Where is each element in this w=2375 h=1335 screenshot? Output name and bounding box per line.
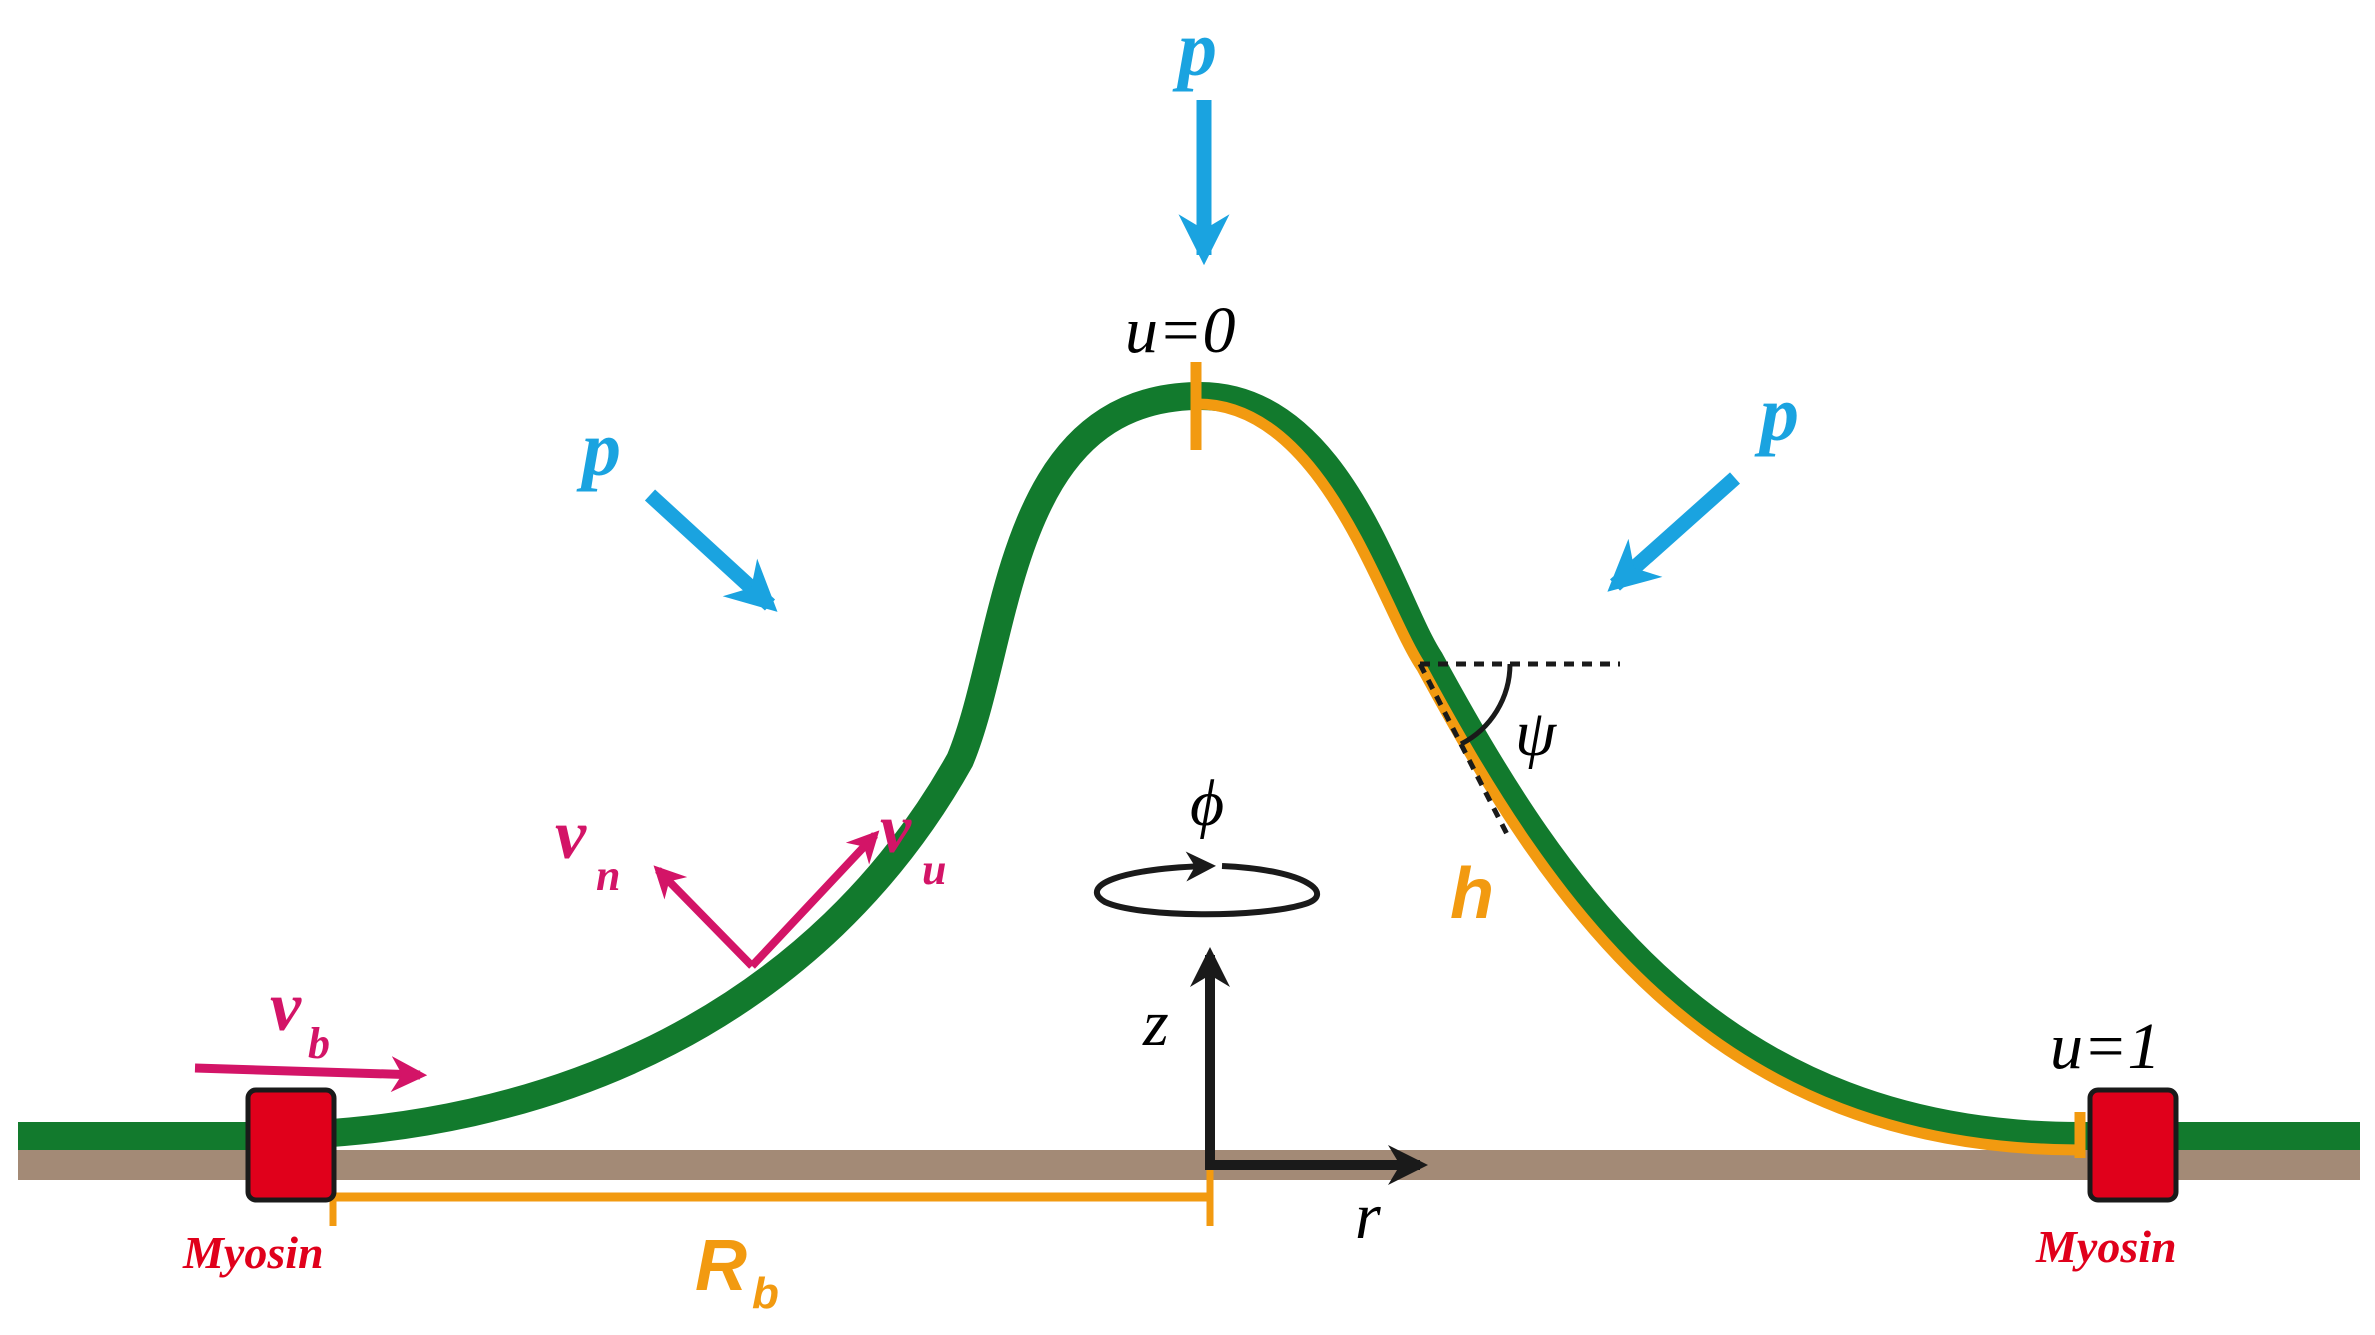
label-myosin-right: Myosin (2035, 1221, 2177, 1272)
label-vu-sub: u (922, 845, 946, 894)
contour-h-curve (1195, 398, 2081, 1156)
myosin-left-box (245, 1087, 337, 1203)
psi-tangent-dashed (1417, 662, 1513, 842)
label-vu: v (880, 791, 912, 868)
label-z: z (1142, 987, 1169, 1060)
vn-arrow (653, 865, 755, 969)
label-vn-sub: n (596, 851, 620, 900)
pressure-arrow-right (1607, 472, 1740, 592)
label-r: r (1355, 1180, 1381, 1253)
label-h: h (1450, 854, 1494, 934)
label-myosin-left: Myosin (182, 1227, 324, 1278)
psi-arc (1459, 663, 1513, 747)
pressure-arrow-left (644, 489, 778, 612)
phi-rotation-arrow (1094, 851, 1320, 918)
label-p-top: p (1172, 5, 1217, 92)
label-u1: u=1 (2050, 1010, 2161, 1083)
label-vn: v (555, 797, 587, 874)
label-vb-sub: b (308, 1019, 330, 1068)
label-p-left: p (576, 405, 621, 492)
label-vb: v (270, 969, 302, 1046)
label-u0: u=0 (1125, 294, 1236, 367)
label-rb: R (695, 1226, 747, 1306)
myosin-right-box (2087, 1087, 2179, 1203)
label-p-right: p (1754, 370, 1799, 457)
vu-arrow (749, 830, 880, 969)
label-phi: ϕ (1190, 767, 1224, 840)
label-psi: ψ (1515, 697, 1557, 770)
label-rb-sub: b (752, 1269, 779, 1318)
vb-arrow (194, 1056, 428, 1093)
membrane-curve (18, 381, 2360, 1150)
substrate-bar (18, 1150, 2360, 1180)
